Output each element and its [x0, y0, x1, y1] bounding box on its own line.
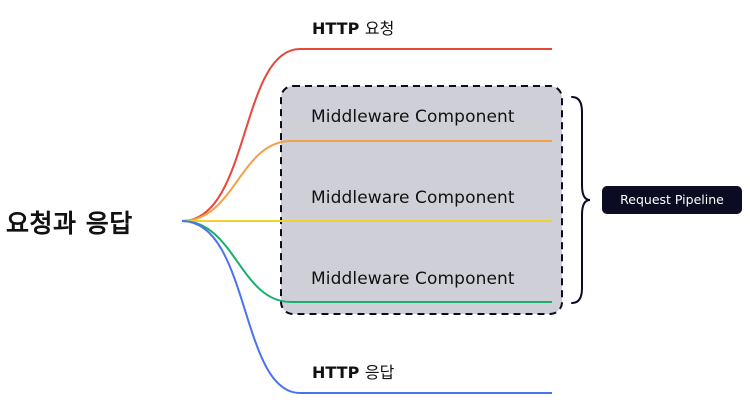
- http-request-prefix: HTTP: [312, 19, 360, 38]
- http-response-line: [181, 220, 552, 394]
- middleware-1-line: [181, 140, 552, 222]
- http-request-suffix: 요청: [364, 19, 395, 38]
- pipeline-box: [280, 85, 563, 315]
- request-pipeline-badge: Request Pipeline: [602, 186, 742, 214]
- http-response-suffix: 응답: [364, 363, 395, 382]
- pipeline-brace: [571, 96, 591, 304]
- diagram-title: 요청과 응답: [6, 209, 133, 238]
- http-request-label: HTTP 요청: [312, 15, 394, 39]
- middleware-component-3-label: Middleware Component: [311, 269, 515, 289]
- http-response-label: HTTP 응답: [312, 359, 394, 383]
- middleware-component-1-label: Middleware Component: [311, 107, 515, 127]
- http-request-line: [181, 48, 552, 222]
- http-response-prefix: HTTP: [312, 363, 360, 382]
- middleware-component-2-label: Middleware Component: [311, 188, 515, 208]
